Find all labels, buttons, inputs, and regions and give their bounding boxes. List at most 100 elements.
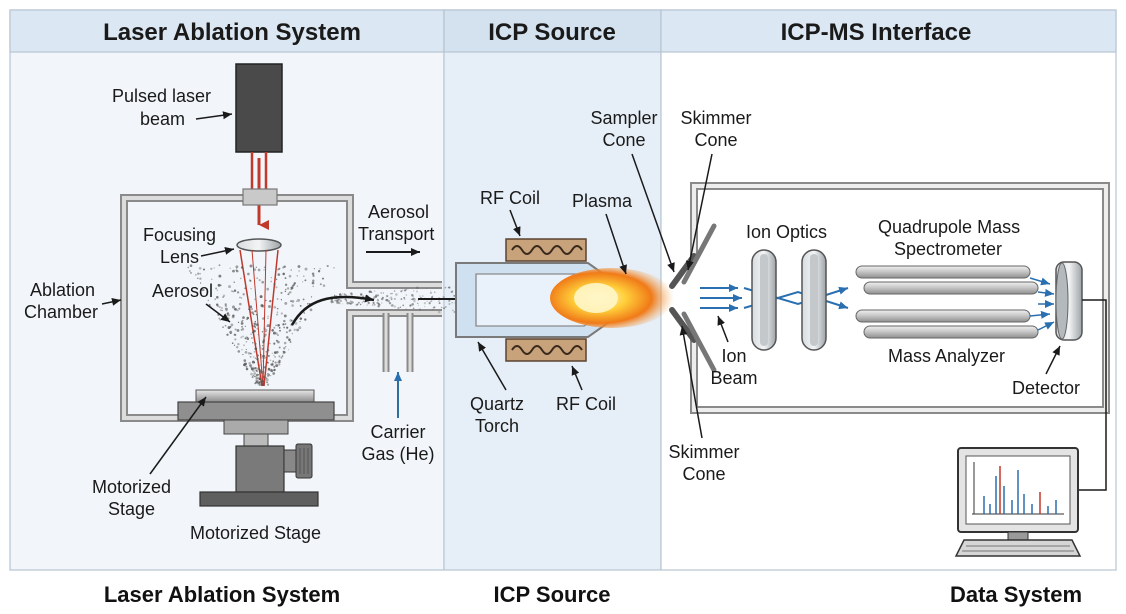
aerosol-particle bbox=[260, 353, 262, 356]
aerosol-particle bbox=[417, 299, 419, 301]
aerosol-particle bbox=[280, 356, 283, 359]
aerosol-particle bbox=[253, 370, 255, 372]
aerosol-particle bbox=[232, 291, 234, 293]
aerosol-particle bbox=[280, 291, 283, 294]
aerosol-particle bbox=[296, 285, 299, 287]
aerosol-particle bbox=[448, 286, 450, 289]
aerosol-particle bbox=[272, 362, 274, 364]
aerosol-particle bbox=[194, 273, 197, 276]
aerosol-particle bbox=[218, 306, 221, 309]
aerosol-particle bbox=[248, 361, 251, 365]
aerosol-particle bbox=[241, 349, 243, 351]
aerosol-particle bbox=[240, 297, 243, 299]
aerosol-particle bbox=[228, 285, 231, 289]
aerosol-particle bbox=[358, 301, 360, 304]
aerosol-particle bbox=[199, 273, 201, 275]
aerosol-particle bbox=[283, 314, 287, 318]
aerosol-particle bbox=[346, 302, 349, 305]
aerosol-particle bbox=[259, 347, 262, 349]
aerosol-particle bbox=[399, 306, 402, 308]
label-skimmer-bottom-1: Skimmer bbox=[669, 442, 740, 462]
aerosol-particle bbox=[222, 294, 226, 297]
label-ion-optics: Ion Optics bbox=[746, 222, 827, 242]
aerosol-particle bbox=[263, 269, 265, 271]
footer-laser-ablation: Laser Ablation System bbox=[104, 582, 340, 607]
aerosol-particle bbox=[196, 277, 199, 280]
aerosol-particle bbox=[257, 333, 260, 336]
aerosol-particle bbox=[265, 378, 269, 382]
quadrupole-mass-analyzer bbox=[855, 265, 1039, 339]
aerosol-particle bbox=[243, 363, 246, 367]
aerosol-particle bbox=[250, 311, 252, 313]
aerosol-flow-arrow bbox=[290, 294, 375, 326]
aerosol-particle bbox=[255, 373, 259, 377]
aerosol-particle bbox=[280, 299, 283, 301]
aerosol-particle bbox=[350, 292, 353, 295]
aerosol-particle bbox=[296, 300, 298, 302]
aerosol-particle bbox=[260, 371, 263, 374]
aerosol-particle bbox=[251, 337, 253, 339]
aerosol-particle bbox=[262, 360, 264, 362]
aerosol-particle bbox=[257, 367, 260, 371]
aerosol-particle bbox=[218, 317, 221, 320]
aerosol-particle bbox=[421, 295, 424, 297]
aerosol-particle bbox=[418, 308, 422, 311]
aerosol-particle bbox=[453, 294, 456, 297]
aerosol-particle bbox=[294, 321, 298, 325]
aerosol-particle bbox=[273, 305, 277, 309]
aerosol-particle bbox=[425, 287, 428, 289]
aerosol-particle bbox=[273, 366, 276, 368]
aerosol-particle bbox=[249, 364, 253, 367]
label-pulsed-laser-2: beam bbox=[140, 109, 185, 129]
aerosol-particle bbox=[284, 283, 288, 286]
label-carrier-2: Gas (He) bbox=[361, 444, 434, 464]
aerosol-particle bbox=[332, 301, 335, 304]
aerosol-particle bbox=[289, 291, 292, 294]
footer-data-system: Data System bbox=[950, 582, 1082, 607]
pulsed-laser-head bbox=[235, 63, 283, 230]
aerosol-particle bbox=[257, 268, 261, 272]
aerosol-particle bbox=[222, 296, 224, 298]
aerosol-particle bbox=[391, 304, 394, 307]
aerosol-particle bbox=[264, 334, 266, 336]
aerosol-particle bbox=[242, 316, 245, 319]
ion-optics bbox=[751, 249, 827, 351]
section-laser-ablation: Laser Ablation System bbox=[9, 9, 445, 571]
aerosol-particle bbox=[356, 303, 359, 306]
aerosol-particle bbox=[256, 357, 259, 361]
aerosol-particle bbox=[403, 289, 406, 292]
aerosol-particle bbox=[267, 354, 270, 357]
aerosol-particle bbox=[253, 351, 256, 353]
aerosol-particle bbox=[237, 342, 240, 346]
aerosol-particle bbox=[262, 375, 266, 379]
aerosol-particle bbox=[283, 326, 286, 329]
aerosol-particle bbox=[241, 325, 244, 328]
aerosol-particle bbox=[387, 299, 390, 303]
aerosol-particle bbox=[240, 320, 243, 323]
aerosol-particle bbox=[417, 304, 420, 306]
aerosol-particle bbox=[286, 287, 290, 290]
aerosol-particle bbox=[251, 360, 255, 364]
aerosol-particle bbox=[312, 279, 315, 282]
aerosol-particle bbox=[291, 300, 295, 303]
aerosol-particle bbox=[448, 302, 451, 306]
aerosol-particle bbox=[326, 264, 329, 268]
aerosol-particle bbox=[249, 305, 253, 308]
aerosol-particle bbox=[284, 277, 287, 280]
aerosol-particle bbox=[233, 307, 237, 311]
aerosol-particle bbox=[256, 277, 259, 280]
aerosol-particle bbox=[210, 267, 213, 270]
aerosol-particle bbox=[284, 345, 287, 348]
aerosol-particle bbox=[254, 347, 258, 351]
aerosol-particle bbox=[261, 304, 265, 308]
label-pulsed-laser-1: Pulsed laser bbox=[112, 86, 211, 106]
aerosol-particle bbox=[245, 348, 247, 351]
aerosol-particle bbox=[411, 303, 414, 306]
aerosol-particle bbox=[296, 328, 299, 332]
aerosol-particle bbox=[275, 278, 278, 281]
aerosol-particle bbox=[234, 338, 237, 341]
label-motorized-1: Motorized bbox=[92, 477, 171, 497]
aerosol-particle bbox=[282, 352, 285, 355]
section-title-icp-source: ICP Source bbox=[488, 19, 616, 46]
aerosol-particle bbox=[282, 350, 285, 354]
